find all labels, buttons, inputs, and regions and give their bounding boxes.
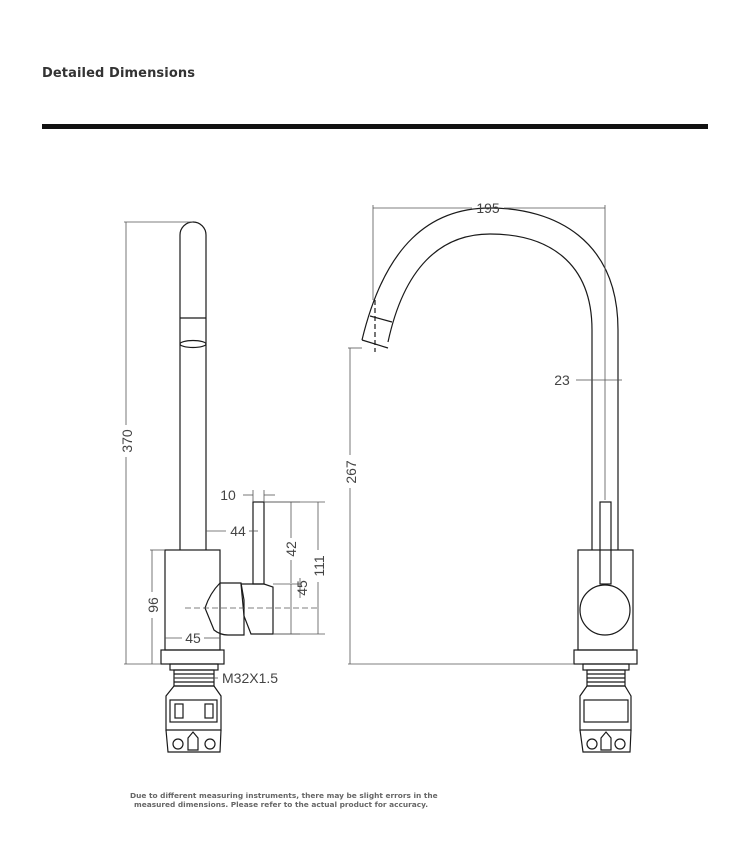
front-view-faucet — [361, 207, 638, 753]
front-view-spout — [361, 207, 619, 550]
side-view-pipe — [179, 221, 207, 550]
front-view-dimensions — [348, 205, 622, 665]
dim-spout-clearance: 267 — [343, 460, 359, 484]
dim-total-height: 370 — [119, 429, 135, 453]
dim-body-height: 96 — [145, 597, 161, 613]
disclaimer-line-1: Due to different measuring instruments, … — [130, 791, 438, 800]
dim-handle-height: 42 — [283, 541, 299, 557]
side-view-lever — [252, 501, 265, 585]
dim-handle-depth: 44 — [230, 523, 246, 539]
dim-body-width: 45 — [185, 630, 201, 646]
disclaimer-line-2: measured dimensions. Please refer to the… — [134, 799, 429, 809]
front-view-labels: 195 23 267 — [343, 200, 570, 484]
side-view-faucet — [160, 221, 274, 753]
dim-handle-offset: 10 — [220, 487, 236, 503]
side-view-handle-joint — [204, 582, 245, 636]
side-view-labels: 370 96 45 10 44 42 45 111 M32X1.5 — [119, 429, 327, 686]
dim-thread: M32X1.5 — [222, 670, 278, 686]
dim-spout-diameter: 23 — [554, 372, 570, 388]
side-view-dimensions — [124, 221, 325, 679]
dim-lever-height: 45 — [294, 580, 310, 596]
dim-spout-reach: 195 — [476, 200, 500, 216]
dim-body-plus-handle: 111 — [311, 555, 327, 576]
page-title: Detailed Dimensions — [42, 66, 196, 81]
header-divider — [42, 124, 708, 129]
disclaimer-note: Due to different measuring instruments, … — [130, 791, 490, 809]
front-view-handle-knob — [579, 584, 631, 636]
